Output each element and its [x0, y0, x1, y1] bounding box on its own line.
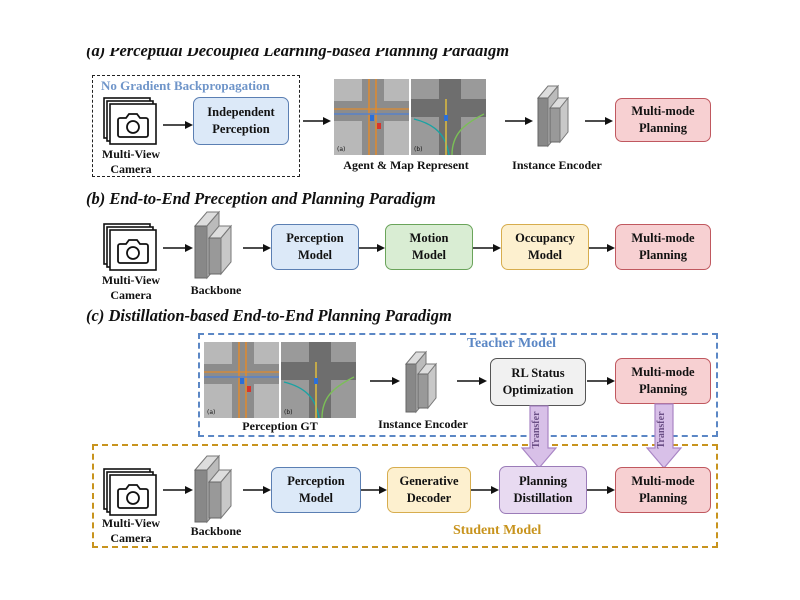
arrow [243, 244, 271, 252]
arrow [457, 377, 487, 385]
arrow [585, 117, 613, 125]
camera-label: Multi-View Camera [101, 273, 161, 302]
student-multi-mode-planning-box: Multi-mode Planning [615, 467, 711, 513]
student-model-region [92, 444, 718, 548]
arrow [303, 117, 331, 125]
camera-label: Multi-View Camera [101, 516, 161, 545]
arrow [163, 244, 193, 252]
arrow [505, 117, 533, 125]
panel-tag: (a) [207, 409, 215, 416]
camera-icon [103, 223, 157, 271]
transfer-arrow: Transfer [645, 403, 683, 469]
arrow [587, 486, 615, 494]
backbone-label: Backbone [190, 283, 242, 297]
section-c-title: (c) Distillation-based End-to-End Planni… [86, 306, 452, 325]
perception-model-box: Perception Model [271, 224, 359, 270]
occupancy-model-box: Occupancy Model [501, 224, 589, 270]
perception-model-box: Perception Model [271, 467, 361, 513]
student-model-label: Student Model [453, 523, 542, 538]
instance-encoder-label: Instance Encoder [378, 417, 468, 431]
independent-perception-box: Independent Perception [193, 97, 289, 145]
rl-status-optimization-box: RL Status Optimization [490, 358, 586, 406]
teacher-model-region [198, 333, 718, 437]
teacher-multi-mode-planning-box: Multi-mode Planning [615, 358, 711, 404]
multi-mode-planning-box: Multi-mode Planning [615, 224, 711, 270]
arrow [163, 486, 193, 494]
agent-map-label: Agent & Map Represent [343, 158, 469, 172]
arrow [361, 486, 387, 494]
multi-mode-planning-box: Multi-mode Planning [615, 98, 711, 142]
arrow [473, 244, 501, 252]
backbone-label: Backbone [190, 524, 242, 538]
planning-distillation-box: Planning Distillation [499, 466, 587, 514]
transfer-arrow: Transfer [520, 405, 558, 469]
perception-gt-image: (a) (b) [204, 342, 356, 419]
arrow [471, 486, 499, 494]
transfer-label: Transfer [656, 411, 667, 449]
camera-icon [103, 468, 157, 516]
no-gradient-region [92, 75, 300, 177]
arrow [359, 244, 385, 252]
panel-tag: (a) [337, 146, 345, 153]
camera-label: Multi-View Camera [101, 147, 161, 176]
generative-decoder-box: Generative Decoder [387, 467, 471, 513]
panel-tag: (b) [284, 409, 293, 416]
motion-model-box: Motion Model [385, 224, 473, 270]
camera-icon [103, 97, 157, 145]
section-a-title: (a) Perceptual Decoupled Learning-based … [86, 41, 510, 60]
arrow [587, 377, 615, 385]
instance-encoder-icon [536, 84, 570, 148]
backbone-icon [193, 454, 233, 524]
instance-encoder-icon [404, 350, 438, 414]
instance-encoder-label: Instance Encoder [512, 158, 602, 172]
teacher-model-label: Teacher Model [467, 336, 557, 351]
section-b-title: (b) End-to-End Preception and Planning P… [86, 189, 436, 208]
arrow [243, 486, 271, 494]
arrow [370, 377, 400, 385]
agent-map-image: (a) (b) [334, 79, 486, 156]
no-gradient-label: No Gradient Backpropagation [101, 78, 270, 93]
arrow [589, 244, 615, 252]
panel-tag: (b) [414, 146, 423, 153]
arrow [163, 121, 193, 129]
backbone-icon [193, 210, 233, 280]
perception-gt-label: Perception GT [242, 419, 318, 433]
transfer-label: Transfer [531, 411, 542, 449]
